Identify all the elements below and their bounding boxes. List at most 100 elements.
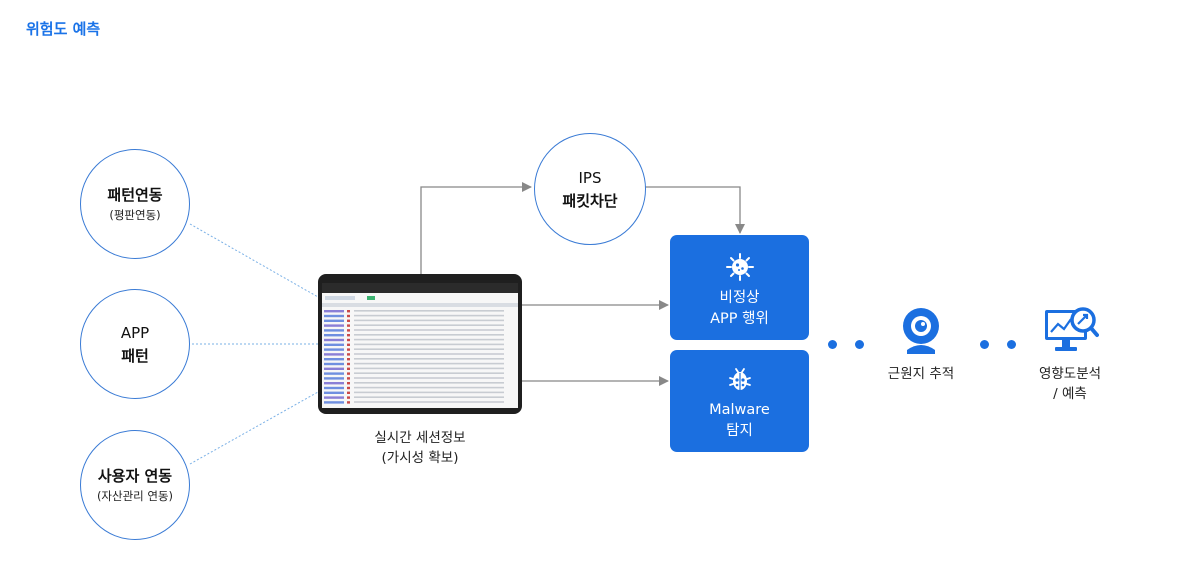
- arrow-to-ips: [420, 182, 532, 274]
- screen-row-link: [324, 353, 344, 356]
- screen-row-link: [324, 343, 344, 346]
- screen-row-link: [324, 319, 344, 322]
- node-pattern-link-title: 패턴연동: [107, 186, 163, 204]
- screen-row-text: [354, 396, 504, 398]
- node-ips-line1: IPS: [578, 169, 602, 187]
- node-pattern-link-sub: (평판연동): [109, 208, 161, 222]
- node-pattern-link: 패턴연동 (평판연동): [80, 149, 190, 259]
- screen-row-link: [324, 338, 344, 342]
- screen-row-flag: [347, 310, 350, 313]
- box-abnormal-app: 비정상 APP 행위: [670, 235, 809, 340]
- screen-row-flag: [347, 391, 350, 394]
- screen-row-flag: [347, 377, 350, 380]
- node-ips-line2: 패킷차단: [562, 192, 618, 210]
- screen-row-link: [324, 334, 344, 337]
- screen-row-text: [354, 338, 504, 341]
- link-pattern: [189, 223, 319, 298]
- screen-row-link: [324, 372, 344, 375]
- screen-row-link: [324, 396, 344, 399]
- screen-row-flag: [347, 367, 350, 370]
- node-user-link: 사용자 연동 (자산관리 연동): [80, 430, 190, 540]
- node-app-pattern: APP 패턴: [80, 289, 190, 399]
- screen-row-flag: [347, 314, 350, 318]
- screen-row-text: [354, 319, 504, 322]
- arrow-ips-to-abnormal: [645, 186, 745, 234]
- screen-row-flag: [347, 382, 350, 385]
- screen-row-link: [324, 362, 344, 366]
- screen-row-flag: [347, 324, 350, 327]
- screen-row-text: [354, 334, 504, 336]
- screen-row-text: [354, 391, 504, 394]
- screen-row-text: [354, 310, 504, 312]
- node-app-pattern-line2: 패턴: [121, 347, 149, 365]
- screen-row-link: [324, 310, 344, 313]
- box-abnormal-line1: 비정상: [719, 289, 760, 306]
- screen-row-flag: [347, 329, 350, 332]
- screen-row-text: [354, 377, 504, 379]
- box-abnormal-line2: APP 행위: [710, 310, 769, 327]
- screen-row-text: [354, 362, 504, 365]
- screen-row-flag: [347, 401, 350, 404]
- screen-row-link: [324, 348, 344, 351]
- webcam-icon: [903, 308, 939, 354]
- session-screen: [318, 274, 522, 414]
- box-malware-line1: Malware: [709, 402, 770, 418]
- screen-row-flag: [347, 358, 350, 361]
- screen-row-text: [354, 324, 504, 326]
- monitor-analysis-icon: [1045, 307, 1099, 351]
- flow-dot: [855, 340, 864, 349]
- center-caption-line2: (가시성 확보): [381, 450, 459, 466]
- screen-row-flag: [347, 372, 350, 375]
- analysis-label-line1: 영향도분석: [1038, 366, 1102, 382]
- screen-row-flag: [347, 348, 350, 351]
- box-malware: Malware 탐지: [670, 350, 809, 452]
- flow-dot: [1007, 340, 1016, 349]
- screen-row-flag: [347, 353, 350, 356]
- page-title: 위험도 예측: [26, 20, 101, 38]
- screen-row-text: [354, 314, 504, 317]
- node-user-link-title: 사용자 연동: [97, 467, 173, 485]
- screen-row-flag: [347, 362, 350, 366]
- screen-row-link: [324, 329, 344, 332]
- screen-row-text: [354, 353, 504, 355]
- screen-row-flag: [347, 338, 350, 342]
- bug-icon: [728, 368, 751, 390]
- session-table-image: [322, 283, 518, 404]
- screen-row-text: [354, 382, 504, 384]
- screen-row-link: [324, 386, 344, 390]
- screen-row-link: [324, 358, 344, 361]
- screen-row-flag: [347, 386, 350, 390]
- screen-row-text: [354, 358, 504, 360]
- node-ips: IPS 패킷차단: [534, 133, 646, 245]
- analysis-label-line2: / 예측: [1053, 386, 1087, 402]
- session-screen-content: [322, 283, 518, 408]
- screen-row-text: [354, 386, 504, 389]
- screen-row-link: [324, 367, 344, 370]
- flow-dot: [828, 340, 837, 349]
- trace-label: 근원지 추적: [887, 366, 955, 382]
- screen-row-flag: [347, 343, 350, 346]
- node-app-pattern-line1: APP: [120, 324, 150, 342]
- virus-icon: [725, 252, 754, 281]
- box-malware-line2: 탐지: [726, 423, 753, 439]
- link-user: [189, 391, 319, 465]
- flow-dot: [980, 340, 989, 349]
- screen-row-link: [324, 401, 344, 404]
- analysis-label: 영향도분석 / 예측: [1015, 364, 1125, 404]
- center-caption: 실시간 세션정보 (가시성 확보): [340, 428, 500, 468]
- screen-row-link: [324, 382, 344, 385]
- screen-row-link: [324, 314, 344, 318]
- screen-row-text: [354, 348, 504, 350]
- screen-row-link: [324, 324, 344, 327]
- screen-row-text: [354, 367, 504, 370]
- screen-row-text: [354, 372, 504, 374]
- screen-row-text: [354, 329, 504, 331]
- screen-row-link: [324, 391, 344, 394]
- screen-row-text: [354, 343, 504, 346]
- screen-row-link: [324, 377, 344, 380]
- screen-row-flag: [347, 334, 350, 337]
- screen-row-flag: [347, 396, 350, 399]
- screen-row-flag: [347, 319, 350, 322]
- screen-row-text: [354, 401, 504, 403]
